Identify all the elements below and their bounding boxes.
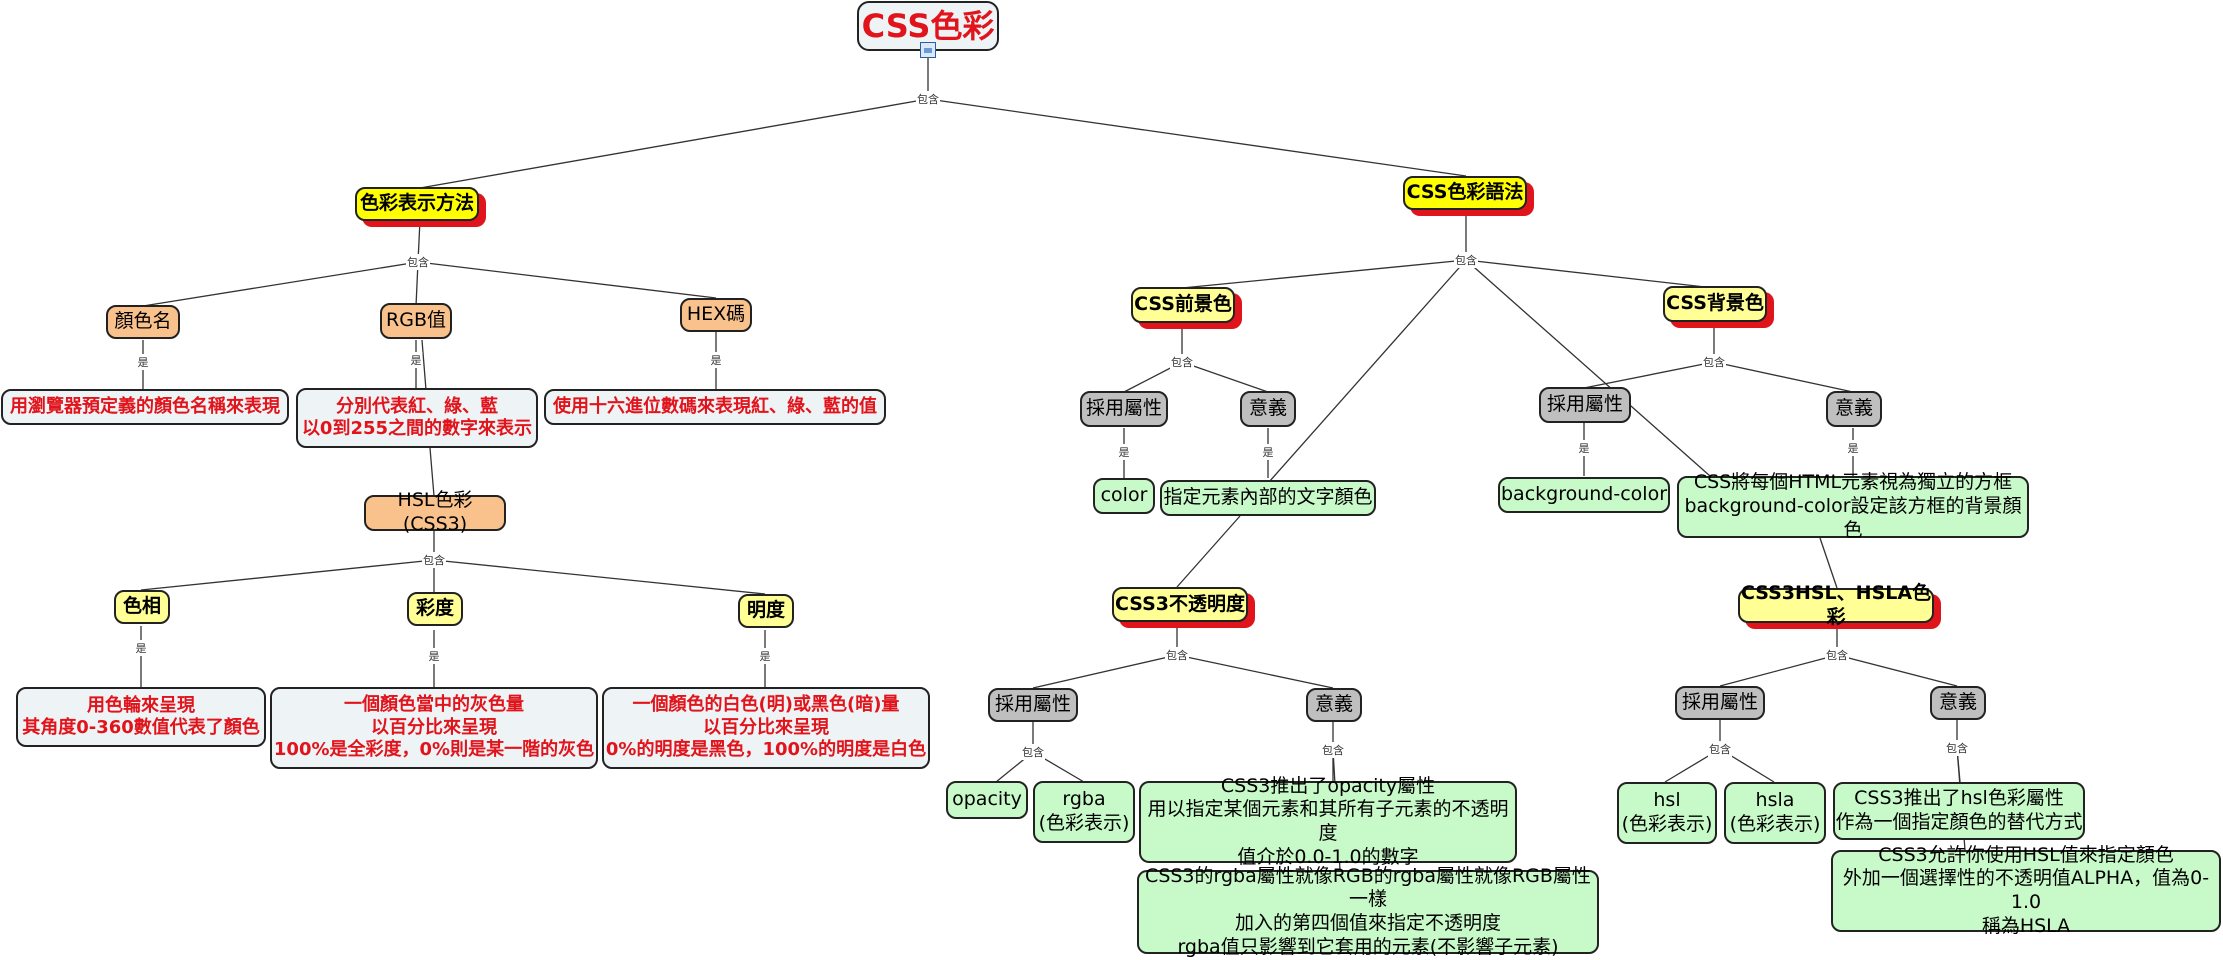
desc-bg-meaning[interactable]: CSS將每個HTML元素視為獨立的方框 background-color設定該方… xyxy=(1677,471,2029,541)
relation-label: 包含 xyxy=(1945,740,1969,756)
node-hsl[interactable]: HSL色彩(CSS3) xyxy=(364,489,506,535)
relation-label: 包含 xyxy=(1321,742,1345,758)
node-color-name[interactable]: 顏色名 xyxy=(106,305,180,339)
relation-label: 是 xyxy=(427,648,441,664)
desc-hex[interactable]: 使用十六進位數碼來表現紅、綠、藍的值 xyxy=(544,389,886,425)
relation-label: 是 xyxy=(1846,440,1860,456)
node-css3-hsla[interactable]: CSS3HSL、HSLA色彩 xyxy=(1738,582,1934,628)
desc-color-name[interactable]: 用瀏覽器預定義的顏色名稱來表現 xyxy=(1,389,289,425)
value-background-color[interactable]: background-color xyxy=(1498,477,1670,513)
node-css-foreground[interactable]: CSS前景色 xyxy=(1131,287,1235,323)
relation-label: 包含 xyxy=(1165,647,1189,663)
relation-label: 是 xyxy=(136,354,150,370)
node-hex[interactable]: HEX碼 xyxy=(680,298,752,332)
node-rgb[interactable]: RGB值 xyxy=(380,303,452,339)
relation-label: 包含 xyxy=(422,552,446,568)
node-css-background[interactable]: CSS背景色 xyxy=(1663,286,1767,322)
node-fg-attribute[interactable]: 採用屬性 xyxy=(1080,391,1168,427)
node-fg-meaning[interactable]: 意義 xyxy=(1240,391,1296,427)
relation-label: 是 xyxy=(1117,444,1131,460)
value-opacity[interactable]: opacity xyxy=(946,781,1028,819)
desc-rgb[interactable]: 分別代表紅、綠、藍 以0到255之間的數字來表示 xyxy=(296,388,538,448)
desc-fg-meaning[interactable]: 指定元素內部的文字顏色 xyxy=(1160,480,1376,516)
relation-label: 包含 xyxy=(406,254,430,270)
desc-hue[interactable]: 用色輪來呈現 其角度0-360數值代表了顏色 xyxy=(16,687,266,747)
desc-hsla-2[interactable]: CSS3允許你使用HSL值來指定顏色 外加一個選擇性的不透明值ALPHA，值為0… xyxy=(1831,844,2221,937)
desc-lightness[interactable]: 一個顏色的白色(明)或黑色(暗)量 以百分比來呈現 0%的明度是黑色，100%的… xyxy=(602,687,930,769)
relation-label: 是 xyxy=(134,640,148,656)
node-bg-attribute[interactable]: 採用屬性 xyxy=(1539,387,1631,423)
value-hsl[interactable]: hsl (色彩表示) xyxy=(1617,782,1717,844)
node-saturation[interactable]: 彩度 xyxy=(407,592,463,626)
relation-label: 包含 xyxy=(1702,354,1726,370)
node-bg-meaning[interactable]: 意義 xyxy=(1826,391,1882,427)
relation-label: 包含 xyxy=(1708,741,1732,757)
node-hsla-attribute[interactable]: 採用屬性 xyxy=(1675,686,1765,720)
value-hsla[interactable]: hsla (色彩表示) xyxy=(1724,782,1826,844)
relation-label: 是 xyxy=(1577,440,1591,456)
relation-label: 是 xyxy=(1261,444,1275,460)
desc-opacity-1[interactable]: CSS3推出了opacity屬性 用以指定某個元素和其所有子元素的不透明度 值介… xyxy=(1139,775,1517,868)
topic-css-color-syntax[interactable]: CSS色彩語法 xyxy=(1403,176,1527,210)
node-opacity-meaning[interactable]: 意義 xyxy=(1306,688,1362,722)
relation-label: 包含 xyxy=(1825,647,1849,663)
node-css3-opacity[interactable]: CSS3不透明度 xyxy=(1112,587,1248,622)
relation-label: 是 xyxy=(709,352,723,368)
relation-label: 包含 xyxy=(1170,354,1194,370)
desc-opacity-2[interactable]: CSS3的rgba屬性就像RGB的rgba屬性就像RGB屬性一樣 加入的第四個值… xyxy=(1137,865,1599,958)
topic-color-representation[interactable]: 色彩表示方法 xyxy=(355,187,479,221)
relation-label: 包含 xyxy=(1454,252,1478,268)
relation-label: 包含 xyxy=(1021,744,1045,760)
relation-label: 是 xyxy=(758,648,772,664)
relation-label: 包含 xyxy=(916,91,940,107)
node-hsla-meaning[interactable]: 意義 xyxy=(1930,686,1986,720)
value-color[interactable]: color xyxy=(1093,478,1155,514)
value-rgba[interactable]: rgba (色彩表示) xyxy=(1033,781,1135,843)
node-opacity-attribute[interactable]: 採用屬性 xyxy=(988,688,1078,722)
image-icon[interactable] xyxy=(920,42,936,58)
relation-label: 是 xyxy=(409,352,423,368)
node-lightness[interactable]: 明度 xyxy=(738,594,794,628)
desc-hsla-1[interactable]: CSS3推出了hsl色彩屬性 作為一個指定顏色的替代方式 xyxy=(1833,782,2085,840)
node-hue[interactable]: 色相 xyxy=(114,590,170,624)
root-topic[interactable]: CSS色彩 xyxy=(857,1,999,51)
desc-saturation[interactable]: 一個顏色當中的灰色量 以百分比來呈現 100%是全彩度，0%則是某一階的灰色 xyxy=(270,687,598,769)
